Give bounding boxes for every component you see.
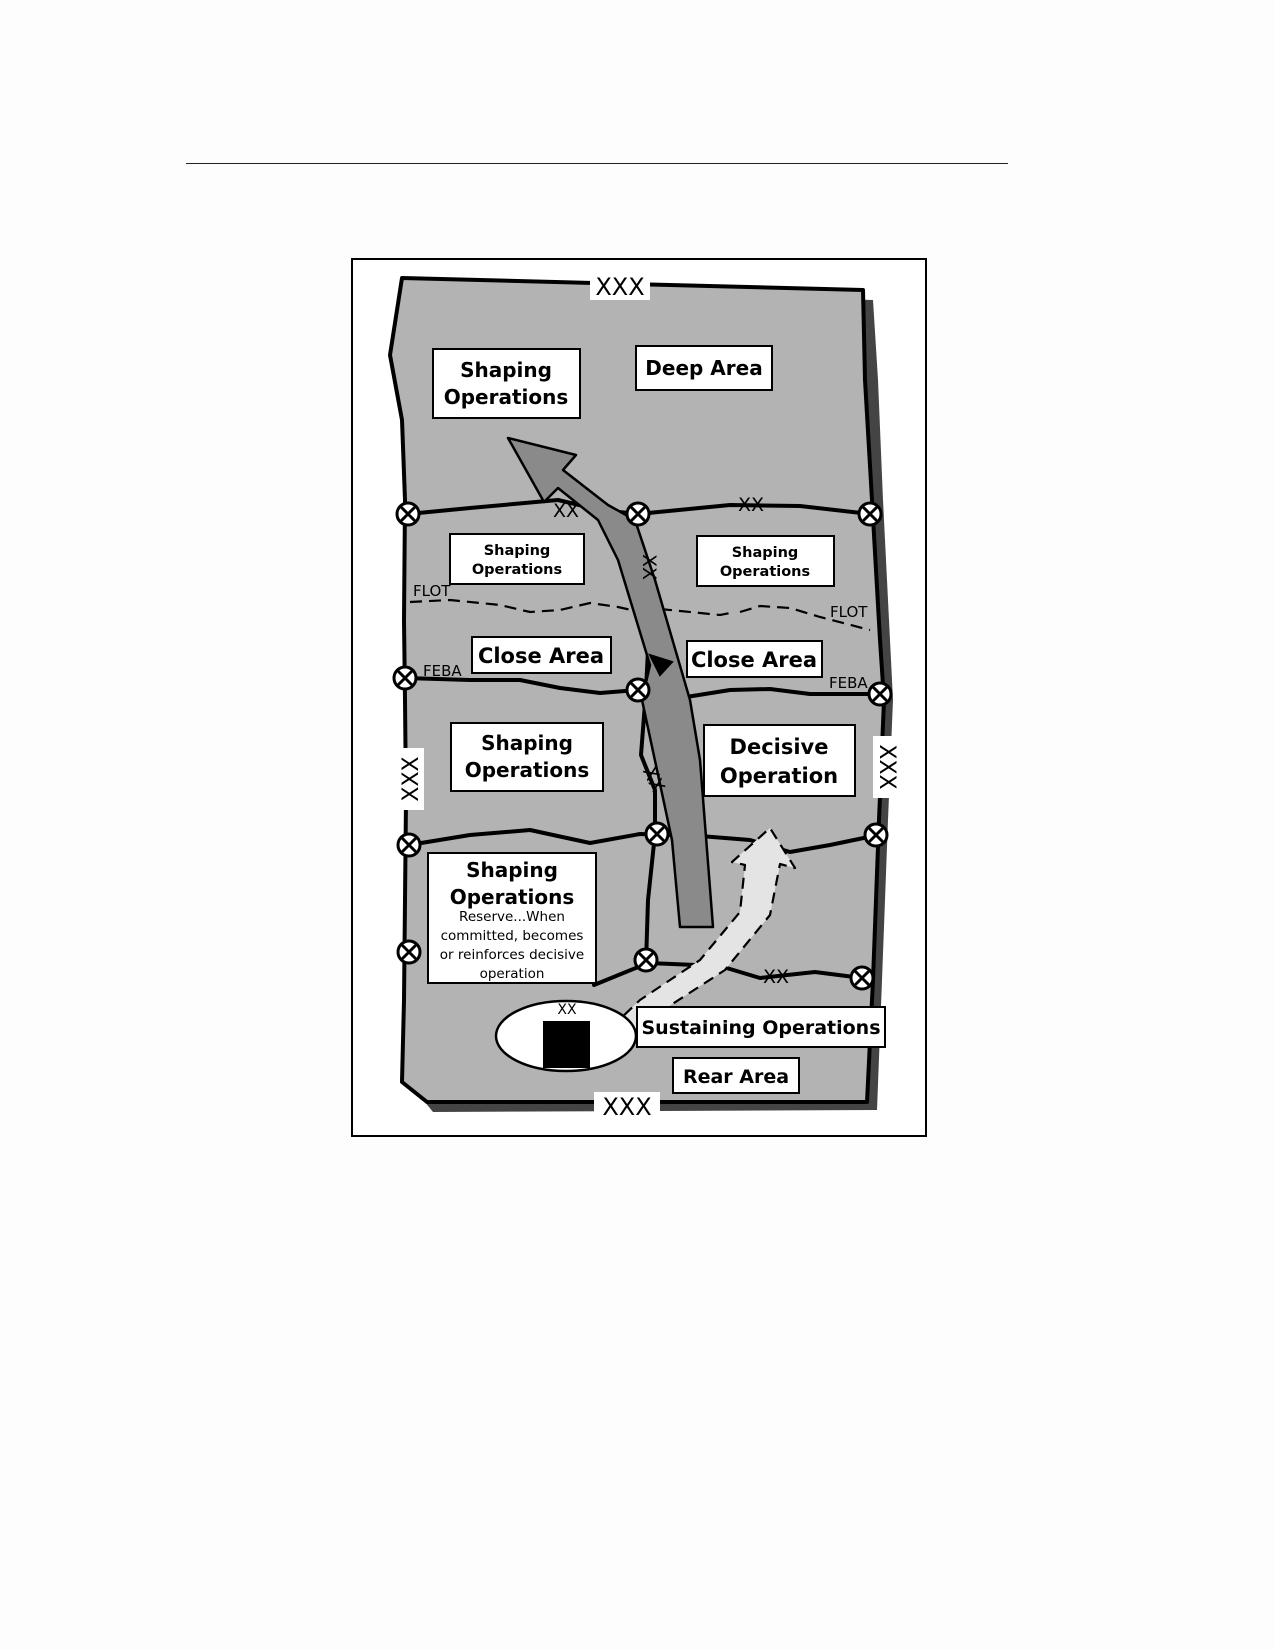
reserve-shaping-title: Operations [450, 885, 575, 909]
division-unit-echelon: XX [557, 1002, 577, 1018]
contact-point-icon [857, 501, 883, 527]
reserve-note: operation [480, 966, 545, 982]
corps-boundary-right: XXX [874, 744, 899, 789]
sustaining-operations-box [636, 1006, 886, 1048]
contact-point-icon [625, 501, 651, 527]
division-boundary-label: XX [763, 966, 789, 988]
close-area-left-box [471, 636, 612, 674]
division-boundary-label: XX [738, 494, 764, 516]
shaping-operations-close-right-box [696, 535, 835, 587]
contact-point-icon [863, 822, 889, 848]
decisive-operation-label: Decisive [730, 735, 829, 759]
reserve-note: or reinforces decisive [440, 947, 584, 963]
reserve-commit-arrow [596, 826, 797, 1042]
decisive-operation-label: Operation [720, 764, 838, 788]
reserve-shaping-title: Shaping [466, 858, 558, 882]
contact-points [392, 501, 893, 991]
shaping-operations-close-right-label: Operations [720, 564, 810, 580]
flot-label-right: FLOT [830, 603, 868, 621]
shaping-operations-deep-label: Shaping [460, 358, 552, 382]
close-area-right-box [686, 640, 823, 678]
contact-point-icon [395, 501, 421, 527]
rear-area-label: Rear Area [683, 1066, 789, 1088]
reserve-note: committed, becomes [441, 928, 584, 944]
contact-point-icon [644, 821, 670, 847]
corps-top-bg [590, 272, 650, 300]
deep-area-label: Deep Area [645, 356, 762, 380]
shaping-operations-mid-box [450, 722, 604, 792]
close-area-right-label: Close Area [691, 648, 817, 672]
header-rule [186, 163, 1008, 164]
corps-boundary-top: XXX [595, 273, 644, 301]
deep-area-box [635, 345, 773, 391]
corps-left-bg [396, 748, 424, 810]
close-area-arrow-icon [648, 653, 674, 677]
rear-area-box [672, 1057, 800, 1094]
contact-point-icon [867, 681, 893, 707]
shaping-operations-mid-label: Shaping [481, 731, 573, 755]
corps-boundary-left: XXX [399, 756, 424, 801]
flot-line-left [409, 598, 641, 614]
shaping-operations-close-left-label: Operations [472, 562, 562, 578]
shaping-operations-close-right-label: Shaping [732, 545, 799, 561]
corps-boundary-bottom: XXX [602, 1093, 651, 1121]
division-boundary-label: XX [553, 500, 579, 522]
deep-attack-arrow [506, 436, 715, 929]
shaping-operations-deep-label: Operations [444, 385, 569, 409]
shaping-operations-close-left-label: Shaping [484, 543, 551, 559]
contact-point-icon [849, 965, 875, 991]
feba-label-right: FEBA [829, 674, 868, 692]
contact-point-icon [392, 665, 418, 691]
shaping-operations-close-left-box [449, 533, 585, 585]
corps-bottom-bg [594, 1092, 660, 1120]
reserve-note: Reserve...When [459, 909, 565, 925]
flot-line-right [659, 604, 871, 632]
decisive-operation-box [703, 724, 856, 797]
contact-point-icon [625, 677, 651, 703]
shaping-operations-deep-box [432, 348, 581, 419]
reserve-shaping-box [427, 852, 597, 984]
contact-point-icon [396, 939, 422, 965]
unit-square-icon [543, 1021, 590, 1068]
flot-label-left: FLOT [413, 582, 451, 600]
close-area-left-label: Close Area [478, 644, 604, 668]
contact-point-icon [633, 947, 659, 973]
corps-right-bg [873, 736, 901, 798]
contact-point-icon [396, 832, 422, 858]
sustaining-operations-label: Sustaining Operations [641, 1017, 880, 1039]
division-boundary-label: XX [638, 554, 660, 580]
shaping-operations-mid-label: Operations [465, 758, 590, 782]
feba-label-left: FEBA [423, 662, 462, 680]
